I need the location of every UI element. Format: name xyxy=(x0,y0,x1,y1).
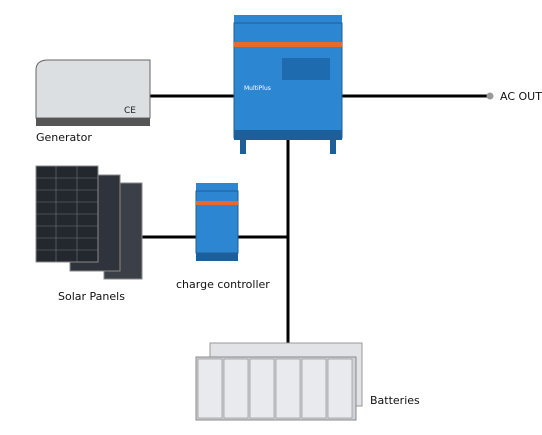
label-solar-panels: Solar Panels xyxy=(58,290,125,303)
inverter: MultiPlus xyxy=(233,15,343,154)
label-ac-out: AC OUT xyxy=(500,90,542,103)
ce-mark: CE xyxy=(124,106,136,116)
generator: CE xyxy=(35,59,151,126)
ac-out-terminal xyxy=(486,92,494,100)
batteries xyxy=(195,342,363,421)
label-charge-controller: charge controller xyxy=(176,278,270,291)
label-batteries: Batteries xyxy=(370,394,420,407)
inverter-brand: MultiPlus xyxy=(244,85,271,92)
charge-controller xyxy=(195,183,239,261)
solar-panels xyxy=(35,165,143,280)
wires xyxy=(140,94,488,344)
label-generator: Generator xyxy=(36,131,92,144)
